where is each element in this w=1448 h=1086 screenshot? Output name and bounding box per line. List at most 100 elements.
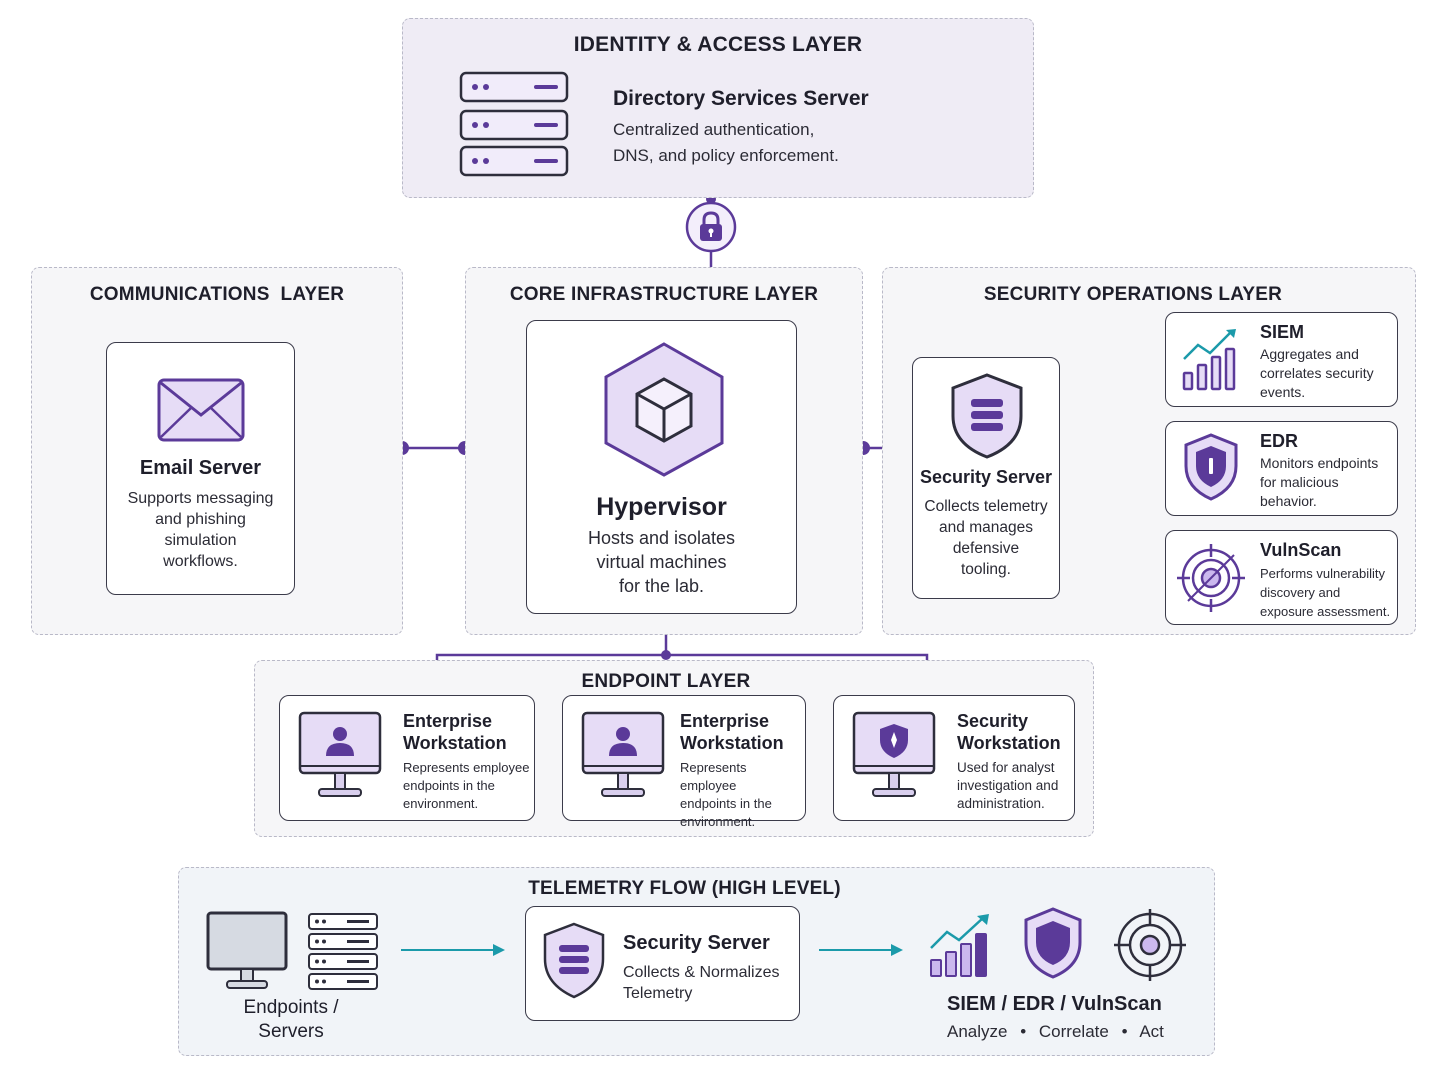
user-monitor-icon	[581, 711, 665, 797]
hypervisor-card[interactable]: Hypervisor Hosts and isolates virtual ma…	[526, 320, 797, 614]
edr-card[interactable]: EDR Monitors endpoints for malicious beh…	[1165, 421, 1398, 516]
siem-card[interactable]: SIEM Aggregates and correlates security …	[1165, 312, 1398, 407]
siem-desc-line: correlates security	[1260, 365, 1374, 381]
separator-dot: •	[1020, 1022, 1027, 1041]
email-server-card[interactable]: Email Server Supports messaging and phis…	[106, 342, 295, 595]
identity-layer-title: IDENTITY & ACCESS LAYER	[573, 33, 863, 56]
workstation-desc-line: endpoints in the	[680, 796, 772, 811]
vulnscan-card[interactable]: VulnScan Performs vulnerability discover…	[1165, 530, 1398, 625]
email-desc-line: and phishing	[155, 511, 246, 528]
core-layer-title: CORE INFRASTRUCTURE LAYER	[509, 284, 819, 305]
security-ops-layer-title: SECURITY OPERATIONS LAYER	[983, 284, 1283, 305]
shield-server-icon	[951, 373, 1023, 459]
shield-icon	[1184, 433, 1238, 501]
telemetry-security-server-card[interactable]: Security Server Collects & Normalizes Te…	[525, 906, 800, 1021]
enterprise-workstation-card[interactable]: Enterprise Workstation Represents employ…	[562, 695, 806, 829]
destination-actions: Analyze • Correlate • Act	[947, 1022, 1164, 1042]
hypervisor-desc-line: for the lab.	[618, 576, 705, 596]
target-icon	[1177, 544, 1245, 612]
action-act: Act	[1139, 1022, 1164, 1041]
telemetry-security-server-title: Security Server	[623, 932, 770, 954]
directory-server-desc-2: DNS, and policy enforcement.	[613, 146, 839, 165]
arrow-right-icon	[401, 944, 505, 956]
endpoints-servers-line: Endpoints /	[243, 997, 339, 1018]
workstation-title: Enterprise Workstation	[403, 710, 507, 754]
vulnscan-desc: Performs vulnerability discovery and exp…	[1260, 564, 1390, 621]
communications-layer-title: COMMUNICATIONS LAYER	[89, 284, 345, 305]
email-server-title: Email Server	[139, 457, 262, 479]
workstation-desc-line: Used for analyst	[957, 760, 1055, 775]
email-desc-line: workflows.	[163, 553, 238, 570]
endpoints-servers-label: Endpoints / Servers	[221, 996, 361, 1044]
shield-monitor-icon	[852, 711, 936, 797]
edr-desc: Monitors endpoints for malicious behavio…	[1260, 454, 1378, 511]
enterprise-workstation-card[interactable]: Enterprise Workstation Represents employ…	[279, 695, 535, 821]
user-monitor-icon	[298, 711, 382, 797]
workstation-desc: Represents employee endpoints in the env…	[680, 759, 805, 831]
security-server-desc-line: and manages	[939, 519, 1033, 536]
workstation-title: Security Workstation	[957, 710, 1061, 754]
hypervisor-title: Hypervisor	[596, 493, 727, 521]
collector-desc-line: Telemetry	[623, 985, 693, 1002]
security-server-card[interactable]: Security Server Collects telemetry and m…	[912, 357, 1060, 599]
telemetry-flow-panel: TELEMETRY FLOW (HIGH LEVEL) Endpoints / …	[178, 867, 1215, 1056]
directory-server-title: Directory Services Server	[613, 87, 869, 110]
cube-icon	[604, 342, 724, 477]
workstation-title-line: Workstation	[957, 733, 1061, 753]
separator-dot: •	[1121, 1022, 1128, 1041]
edr-desc-line: for malicious	[1260, 474, 1339, 490]
target-icon	[1114, 909, 1186, 981]
security-server-desc-line: Collects telemetry	[924, 498, 1048, 515]
shield-server-icon	[543, 922, 605, 999]
endpoints-servers-line: Servers	[258, 1021, 324, 1042]
workstation-title-line: Security	[957, 711, 1029, 731]
security-server-desc: Collects telemetry and manages defensive…	[913, 496, 1059, 580]
workstation-desc-line: environment.	[680, 814, 756, 829]
workstation-desc-line: environment.	[403, 796, 479, 811]
endpoint-layer-title: ENDPOINT LAYER	[581, 671, 751, 692]
directory-server-desc-1: Centralized authentication,	[613, 120, 815, 139]
endpoints-servers-icon	[206, 911, 378, 990]
vulnscan-desc-line: exposure assessment.	[1260, 604, 1391, 619]
siem-desc-line: Aggregates and	[1260, 346, 1359, 362]
workstation-desc: Used for analyst investigation and admin…	[957, 759, 1058, 813]
telemetry-flow-title: TELEMETRY FLOW (HIGH LEVEL)	[528, 878, 841, 899]
security-workstation-card[interactable]: Security Workstation Used for analyst in…	[833, 695, 1075, 821]
siem-title: SIEM	[1260, 322, 1305, 342]
telemetry-security-server-desc: Collects & Normalizes Telemetry	[623, 962, 779, 1004]
envelope-icon	[157, 378, 245, 442]
destination-title: SIEM / EDR / VulnScan	[947, 993, 1162, 1015]
workstation-desc: Represents employee endpoints in the env…	[403, 759, 529, 813]
vulnscan-title: VulnScan	[1260, 540, 1342, 560]
hypervisor-desc-line: Hosts and isolates	[587, 528, 736, 548]
workstation-title-line: Workstation	[680, 733, 784, 753]
workstation-title-line: Enterprise	[403, 711, 493, 731]
chart-icon	[930, 914, 989, 977]
security-server-title: Security Server	[919, 467, 1053, 487]
chart-icon	[1182, 329, 1236, 391]
identity-access-layer: IDENTITY & ACCESS LAYER Directory Servic…	[402, 18, 1034, 198]
arrow-right-icon	[819, 944, 903, 956]
siem-desc-line: events.	[1260, 384, 1306, 400]
action-analyze: Analyze	[947, 1022, 1008, 1041]
workstation-desc-line: endpoints in the	[403, 778, 495, 793]
security-server-desc-line: defensive	[952, 540, 1020, 557]
workstation-desc-line: Represents employee	[403, 760, 530, 775]
security-server-desc-line: tooling.	[961, 561, 1011, 578]
workstation-desc-line: Represents employee	[680, 760, 747, 793]
siem-desc: Aggregates and correlates security event…	[1260, 345, 1374, 402]
hypervisor-desc-line: virtual machines	[596, 552, 727, 572]
edr-title: EDR	[1260, 431, 1299, 451]
collector-desc-line: Collects & Normalizes	[623, 964, 780, 981]
workstation-title-line: Workstation	[403, 733, 507, 753]
shield-icon	[1024, 907, 1082, 979]
workstation-title: Enterprise Workstation	[680, 710, 784, 754]
email-desc-line: Supports messaging	[127, 490, 274, 507]
edr-desc-line: Monitors endpoints	[1260, 455, 1379, 471]
workstation-desc-line: administration.	[957, 796, 1045, 811]
action-correlate: Correlate	[1038, 1022, 1109, 1041]
server-rack-icon	[459, 71, 569, 177]
vulnscan-desc-line: Performs vulnerability	[1260, 566, 1385, 581]
workstation-title-line: Enterprise	[680, 711, 770, 731]
email-server-desc: Supports messaging and phishing simulati…	[107, 488, 294, 572]
